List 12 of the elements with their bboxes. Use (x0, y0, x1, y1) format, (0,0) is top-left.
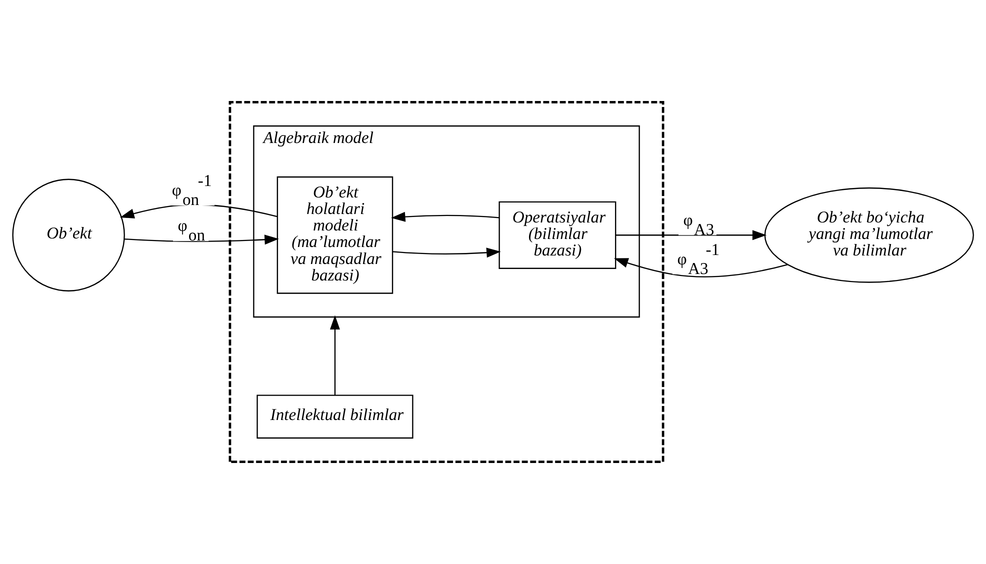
node-box: Ob’ekt holatlari modeli (ma’lumotlar va maqsadlar bazasi) (276, 176, 394, 294)
arrow (330, 315, 340, 396)
cluster (228, 101, 664, 463)
node-box: Intellektual bilimlar (256, 394, 414, 439)
arrow (392, 248, 501, 258)
node-ellipse: Ob’ekt bo‘yicha yangi ma’lumotlar va bilimlar (764, 187, 974, 283)
node-box: Operatsiyalar (bilimlar bazasi) (498, 201, 616, 269)
node-circle: Ob’ekt (12, 178, 125, 292)
arrow (616, 230, 767, 240)
arrow (391, 212, 500, 222)
arrow (124, 234, 279, 245)
arrow (614, 258, 788, 278)
